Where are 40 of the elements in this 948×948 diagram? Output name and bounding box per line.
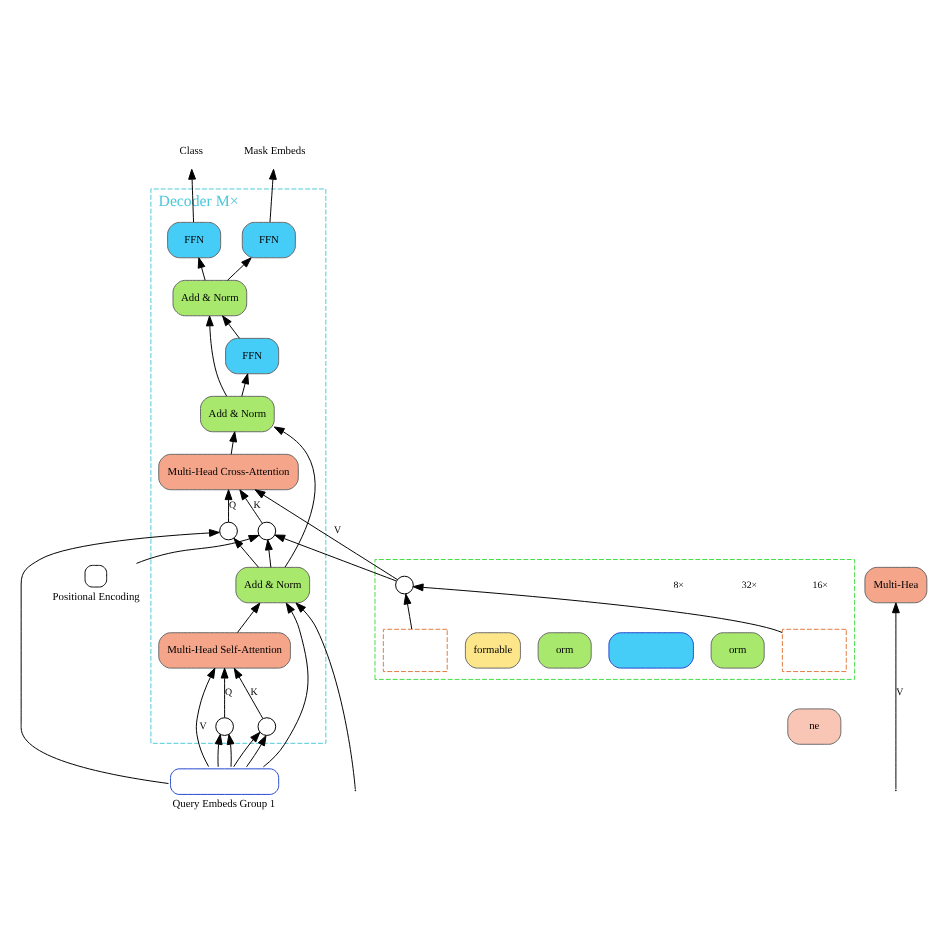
node-box — [170, 768, 280, 795]
arrow — [229, 431, 238, 455]
arrow — [264, 539, 273, 568]
node-circle — [215, 717, 234, 736]
arrow — [274, 534, 397, 582]
arrow — [254, 489, 398, 581]
arrow — [237, 602, 261, 633]
arrow — [273, 426, 316, 568]
node-box — [382, 628, 448, 673]
node-box — [608, 632, 694, 669]
node-circle — [257, 717, 277, 736]
node-circle — [84, 564, 108, 588]
cluster — [374, 559, 856, 680]
arrow — [891, 602, 900, 790]
node-circle — [219, 521, 238, 541]
arrow — [136, 534, 260, 564]
arrow — [226, 733, 235, 768]
arrow — [233, 731, 261, 768]
arrow — [233, 537, 259, 568]
arrow — [241, 373, 249, 397]
arrow — [233, 667, 264, 719]
arrow — [20, 529, 220, 784]
node-circle — [395, 575, 414, 595]
arrow — [205, 315, 228, 397]
arrow — [195, 667, 216, 768]
arrow — [220, 667, 229, 719]
node-circle — [257, 521, 277, 541]
arrow — [214, 733, 223, 768]
arrow — [239, 489, 263, 524]
arrow — [224, 489, 233, 523]
node-box — [781, 628, 847, 673]
arrow — [197, 257, 206, 281]
arrow — [262, 602, 309, 768]
arrow — [403, 593, 413, 630]
arrow — [412, 583, 783, 633]
arrow — [246, 735, 267, 768]
arrow — [222, 315, 240, 339]
arrow — [269, 168, 277, 223]
arrow — [295, 602, 356, 790]
arrow — [227, 257, 252, 281]
